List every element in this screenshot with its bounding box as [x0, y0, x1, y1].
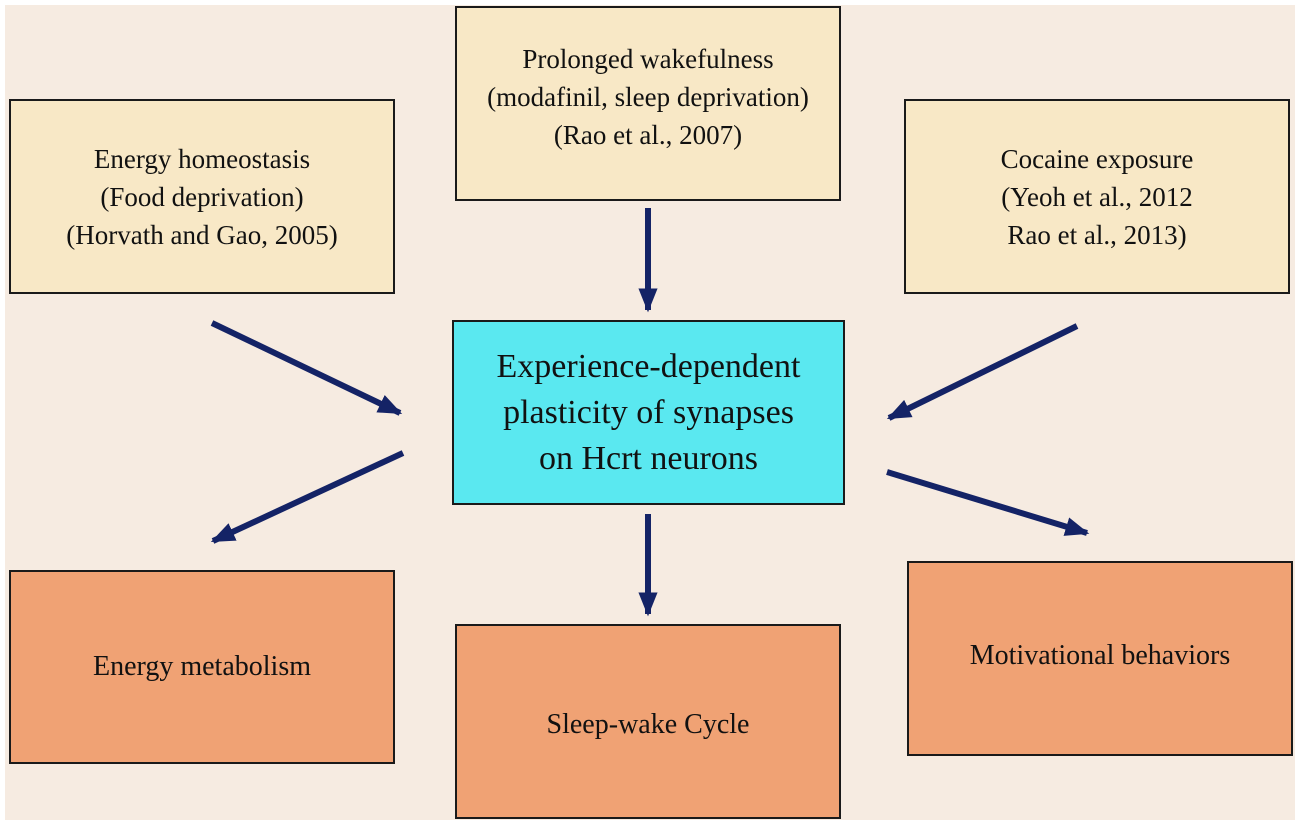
cocaine-exposure-citation-2: Rao et al., 2013) — [1007, 219, 1187, 250]
energy-homeostasis-box: Energy homeostasis (Food deprivation) (H… — [9, 99, 395, 294]
sleep-wake-cycle-box: Sleep-wake Cycle — [455, 624, 841, 819]
plasticity-line-1: Experience-dependent — [496, 347, 801, 385]
prolonged-wakefulness-title: Prolonged wakefulness — [522, 44, 774, 74]
plasticity-line-2: plasticity of synapses — [503, 393, 794, 431]
cocaine-exposure-citation-1: (Yeoh et al., 2012 — [1001, 181, 1193, 212]
prolonged-wakefulness-citation: (Rao et al., 2007) — [553, 120, 743, 150]
prolonged-wakefulness-box: Prolonged wakefulness (modafinil, sleep … — [455, 6, 841, 201]
energy-homeostasis-title: Energy homeostasis — [93, 143, 311, 174]
sleep-wake-cycle-label: Sleep-wake Cycle — [546, 708, 750, 740]
motivational-behaviors-label: Motivational behaviors — [969, 639, 1231, 671]
energy-metabolism-box: Energy metabolism — [9, 570, 395, 764]
synaptic-plasticity-box: Experience-dependent plasticity of synap… — [452, 320, 845, 505]
prolonged-wakefulness-condition: (modafinil, sleep deprivation) — [487, 82, 809, 112]
energy-metabolism-label: Energy metabolism — [93, 651, 311, 682]
plasticity-line-3: on Hcrt neurons — [538, 439, 759, 477]
cocaine-exposure-title: Cocaine exposure — [1000, 143, 1194, 174]
cocaine-exposure-box: Cocaine exposure (Yeoh et al., 2012 Rao … — [904, 99, 1290, 294]
energy-homeostasis-condition: (Food deprivation) — [100, 181, 304, 212]
motivational-behaviors-box: Motivational behaviors — [907, 561, 1293, 756]
energy-homeostasis-citation: (Horvath and Gao, 2005) — [66, 219, 338, 250]
